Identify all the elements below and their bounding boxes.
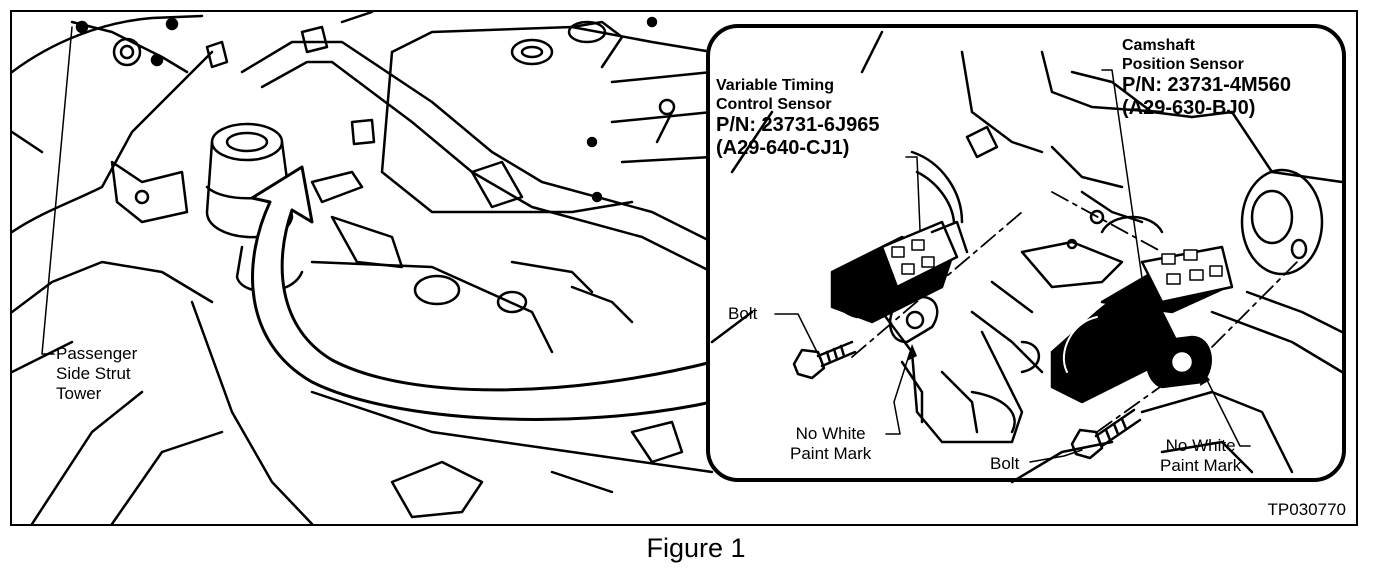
strut-tower-line-1: Passenger: [56, 344, 138, 363]
arrowheads: [907, 344, 1210, 386]
no-paint-left-line-1: No White: [795, 424, 866, 443]
strut-tower-line-2: Side Strut: [56, 364, 131, 383]
vtc-sensor-name-line-2: Control Sensor: [716, 96, 832, 113]
no-paint-right-label: No White Paint Mark: [1160, 436, 1241, 476]
left-bolt-drawing: [792, 340, 857, 380]
inset-panel: [706, 24, 1346, 484]
figure-caption: Figure 1: [646, 533, 746, 563]
vtc-sensor-alt-number: (A29-640-CJ1): [716, 137, 850, 159]
right-bolt-drawing: [1070, 408, 1142, 460]
curved-pointer-arrow: [250, 165, 714, 421]
cam-sensor-name-line-1: Camshaft: [1122, 37, 1195, 54]
no-paint-left-line-2: Paint Mark: [790, 444, 872, 463]
vtc-sensor-drawing: [830, 220, 969, 344]
cam-sensor-alt-number: (A29-630-BJ0): [1122, 97, 1256, 119]
cam-sensor-part-number: P/N: 23731-4M560: [1122, 74, 1291, 96]
cam-sensor-name-line-2: Position Sensor: [1122, 56, 1244, 73]
vtc-sensor-name-line-1: Variable Timing: [716, 77, 834, 94]
leader-lines: [41, 26, 1251, 463]
no-paint-right-line-2: Paint Mark: [1160, 456, 1242, 475]
figure-frame: Passenger Side Strut Tower Variable Timi…: [10, 10, 1358, 526]
vtc-sensor-part-number: P/N: 23731-6J965: [716, 114, 880, 136]
bolt-left-label: Bolt: [728, 304, 758, 323]
no-paint-left-label: No White Paint Mark: [790, 424, 871, 464]
cam-sensor-drawing: [1050, 245, 1234, 404]
strut-tower-drawing: [12, 14, 224, 524]
hoses-drawing: [205, 25, 714, 324]
reference-code: TP030770: [1267, 500, 1346, 519]
no-paint-right-line-1: No White: [1165, 436, 1236, 455]
bolt-right-label: Bolt: [990, 454, 1020, 473]
strut-tower-label: Passenger Side Strut Tower: [56, 344, 137, 404]
valve-cover-drawing: [190, 12, 714, 524]
strut-tower-line-3: Tower: [56, 384, 102, 403]
engine-bay-illustration: [12, 12, 1346, 524]
vtc-sensor-label: Variable Timing Control Sensor P/N: 2373…: [716, 76, 879, 160]
cam-sensor-label: Camshaft Position Sensor P/N: 23731-4M56…: [1122, 36, 1291, 120]
